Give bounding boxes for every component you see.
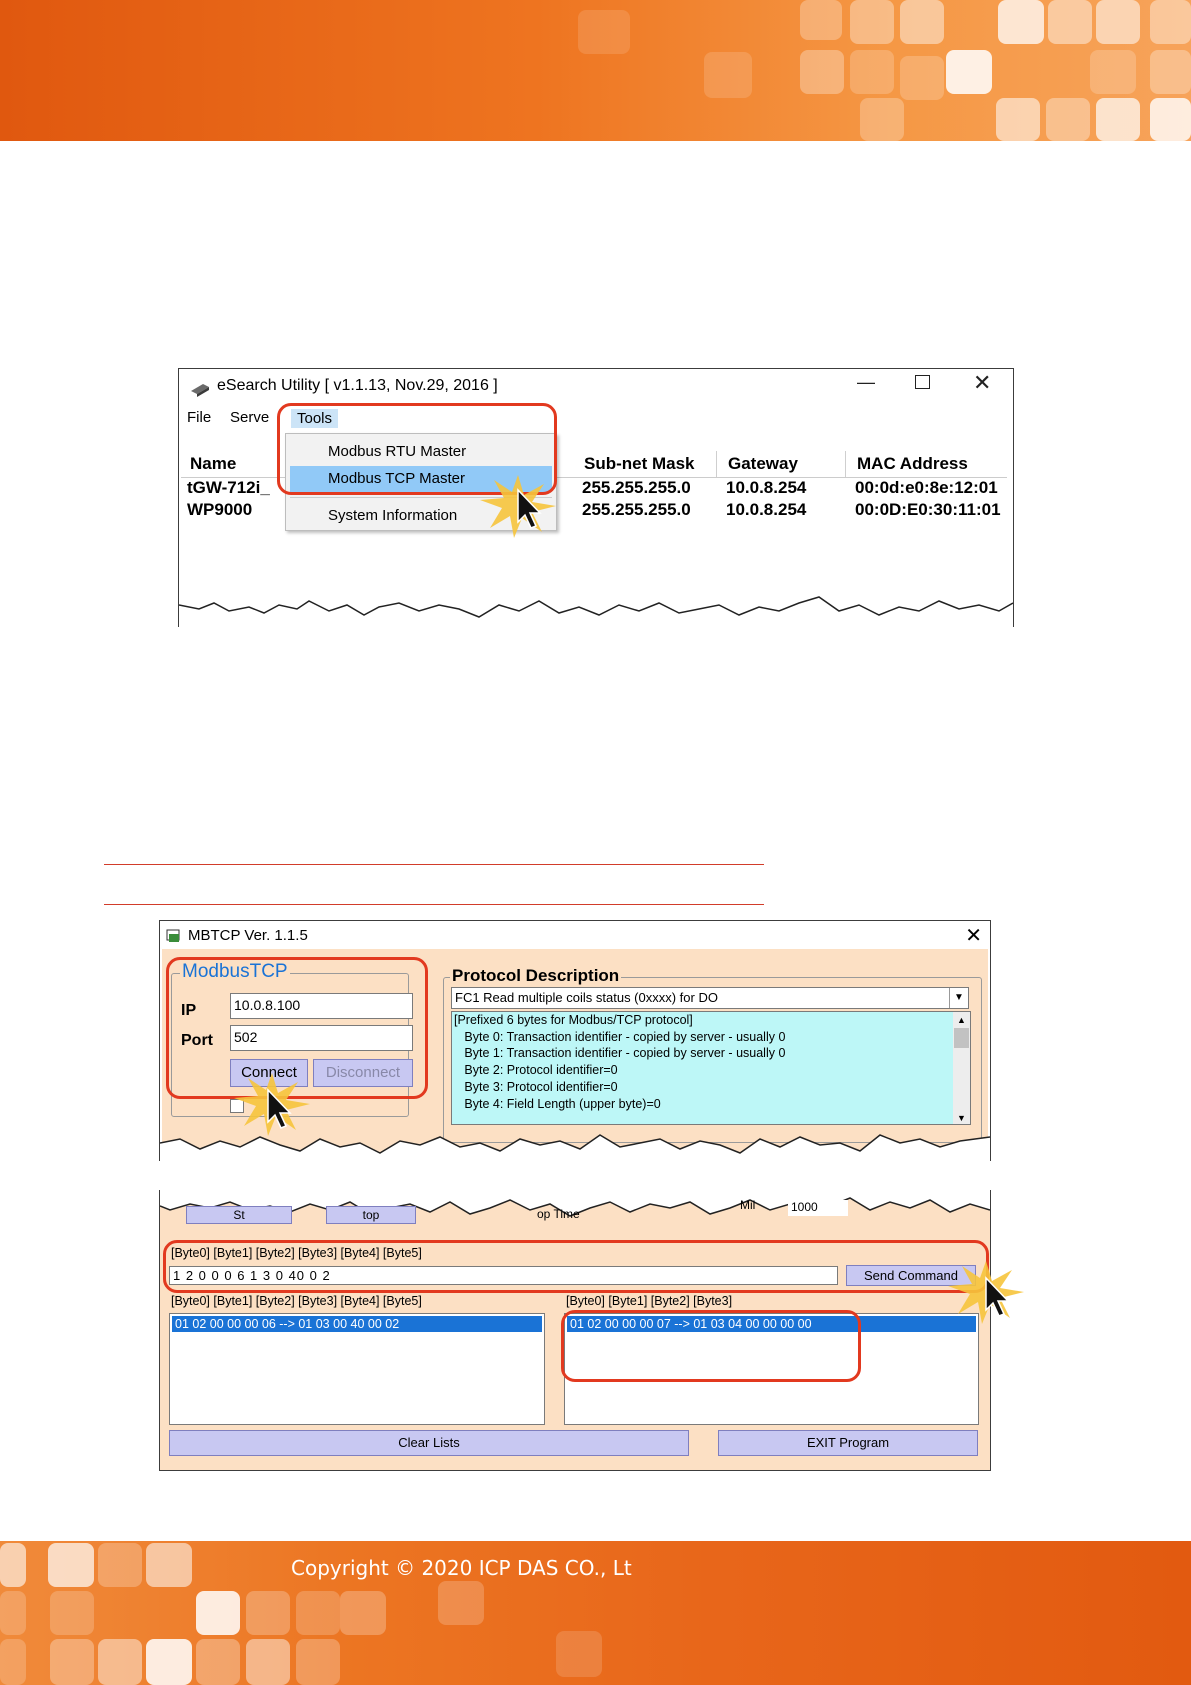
cell-subnet: 255.255.255.0 bbox=[582, 500, 691, 519]
description-line: Byte 4: Field Length (upper byte)=0 bbox=[454, 1096, 661, 1111]
col-name[interactable]: Name bbox=[190, 454, 237, 473]
menu-tools[interactable]: Tools bbox=[291, 409, 339, 428]
function-code-value: FC1 Read multiple coils status (0xxxx) f… bbox=[455, 990, 718, 1005]
minimize-icon[interactable]: — bbox=[857, 372, 875, 392]
disconnect-button[interactable]: Disconnect bbox=[313, 1059, 413, 1087]
mbtcp-window-top: MBTCP Ver. 1.1.5 ✕ ModbusTCP IP 10.0.8.1… bbox=[159, 920, 991, 1161]
scrollbar[interactable]: ▲ ▼ bbox=[953, 1012, 970, 1124]
maximize-icon[interactable] bbox=[915, 375, 930, 389]
clear-lists-button[interactable]: Clear Lists bbox=[169, 1430, 689, 1456]
footer-banner bbox=[0, 1541, 1191, 1685]
list-item[interactable]: 01 02 00 00 00 07 --> 01 03 04 00 00 00 … bbox=[567, 1316, 976, 1332]
checkbox[interactable] bbox=[230, 1099, 244, 1113]
response-list[interactable]: 01 02 00 00 00 07 --> 01 03 04 00 00 00 … bbox=[564, 1313, 979, 1425]
divider-line bbox=[104, 864, 764, 865]
scroll-thumb[interactable] bbox=[954, 1028, 969, 1048]
scroll-up-icon[interactable]: ▲ bbox=[957, 1015, 966, 1025]
mbtcp-app-icon bbox=[166, 929, 180, 942]
col-subnet-mask[interactable]: Sub-net Mask bbox=[584, 454, 695, 473]
sent-command-list[interactable]: 01 02 00 00 00 06 --> 01 03 00 40 00 02 bbox=[169, 1313, 545, 1425]
menu-file[interactable]: File bbox=[187, 409, 212, 426]
close-icon[interactable]: ✕ bbox=[965, 925, 982, 947]
send-command-button[interactable]: Send Command bbox=[846, 1265, 976, 1286]
click-cursor-icon bbox=[480, 475, 556, 538]
menu-separator bbox=[290, 497, 552, 498]
torn-edge bbox=[179, 596, 1013, 627]
interval-label: Mil bbox=[740, 1198, 756, 1212]
description-line: Byte 0: Transaction identifier - copied … bbox=[454, 1029, 786, 1044]
description-line: Byte 1: Transaction identifier - copied … bbox=[454, 1046, 786, 1061]
device-table-header: Name Sub-net Mask Gateway MAC Address bbox=[181, 451, 1007, 478]
start-button[interactable]: St bbox=[186, 1206, 292, 1224]
ip-input[interactable]: 10.0.8.100 bbox=[230, 993, 413, 1019]
divider-line bbox=[104, 904, 764, 905]
menu-item-modbus-rtu-master[interactable]: Modbus RTU Master bbox=[328, 443, 467, 460]
loop-time-fragment: op Time bbox=[534, 1206, 714, 1224]
cell-subnet: 255.255.255.0 bbox=[582, 478, 691, 497]
description-line: Byte 2: Protocol identifier=0 bbox=[454, 1063, 618, 1078]
port-label: Port bbox=[181, 1032, 213, 1049]
byte-header-sent: [Byte0] [Byte1] [Byte2] [Byte3] [Byte4] … bbox=[171, 1294, 422, 1308]
highlight-box bbox=[277, 403, 557, 495]
highlight-box bbox=[561, 1310, 861, 1382]
cell-name: tGW-712i_ bbox=[187, 478, 270, 497]
torn-edge bbox=[160, 1134, 990, 1161]
table-row[interactable]: tGW-712i_ 255.255.255.0 10.0.8.254 00:0d… bbox=[179, 478, 1013, 500]
list-item[interactable]: 01 02 00 00 00 06 --> 01 03 00 40 00 02 bbox=[172, 1316, 542, 1332]
protocol-description-group: Protocol Description bbox=[443, 966, 982, 1143]
menu-item-system-information[interactable]: System Information bbox=[328, 507, 458, 524]
click-cursor-icon bbox=[234, 1073, 310, 1136]
cell-mac: 00:0d:e0:8e:12:01 bbox=[855, 478, 998, 497]
esearch-utility-window: eSearch Utility [ v1.1.13, Nov.29, 2016 … bbox=[178, 368, 1014, 627]
cell-gateway: 10.0.8.254 bbox=[726, 478, 807, 497]
port-input[interactable]: 502 bbox=[230, 1025, 413, 1051]
col-mac-address[interactable]: MAC Address bbox=[857, 454, 968, 473]
command-input[interactable]: 1 2 0 0 0 6 1 3 0 40 0 2 bbox=[169, 1266, 838, 1285]
click-cursor-icon bbox=[948, 1261, 1024, 1324]
window-title: eSearch Utility [ v1.1.13, Nov.29, 2016 … bbox=[217, 377, 498, 394]
highlight-box bbox=[163, 1240, 989, 1293]
exit-program-button[interactable]: EXIT Program bbox=[718, 1430, 978, 1456]
scroll-down-icon[interactable]: ▼ bbox=[957, 1113, 966, 1123]
byte-header-response: [Byte0] [Byte1] [Byte2] [Byte3] bbox=[566, 1294, 733, 1308]
esearch-app-icon bbox=[191, 384, 209, 397]
table-row[interactable]: WP9000 255.255.255.0 10.0.8.254 00:0D:E0… bbox=[179, 500, 1013, 522]
description-line: [Prefixed 6 bytes for Modbus/TCP protoco… bbox=[454, 1013, 693, 1027]
group-label: ModbusTCP bbox=[180, 961, 290, 983]
menu-server[interactable]: Serve bbox=[230, 409, 270, 426]
description-line: Byte 3: Protocol identifier=0 bbox=[454, 1079, 618, 1094]
ip-label: IP bbox=[181, 1002, 197, 1019]
start-label: St bbox=[233, 1208, 245, 1222]
mbtcp-window-bottom: St top op Time Mil 1000 [Byte0] [Byte1] … bbox=[159, 1190, 991, 1471]
byte-header-command: [Byte0] [Byte1] [Byte2] [Byte3] [Byte4] … bbox=[171, 1246, 422, 1260]
close-icon[interactable]: ✕ bbox=[973, 370, 992, 395]
protocol-title: Protocol Description bbox=[450, 966, 622, 986]
chevron-down-icon[interactable]: ▼ bbox=[949, 988, 968, 1008]
header-banner bbox=[0, 0, 1191, 141]
mbtcp-body: ModbusTCP IP 10.0.8.100 Port 502 Connect… bbox=[162, 949, 988, 1161]
connect-button[interactable]: Connect bbox=[230, 1059, 308, 1087]
stop-button[interactable]: top bbox=[326, 1206, 416, 1224]
copyright-text: Copyright © 2020 ICP DAS CO., Lt bbox=[291, 1556, 632, 1580]
function-code-select[interactable]: FC1 Read multiple coils status (0xxxx) f… bbox=[451, 987, 969, 1009]
highlight-box bbox=[166, 957, 428, 1099]
stop-label: top bbox=[362, 1208, 380, 1222]
protocol-description-text: [Prefixed 6 bytes for Modbus/TCP protoco… bbox=[451, 1011, 971, 1125]
cell-name: WP9000 bbox=[187, 500, 253, 519]
col-gateway[interactable]: Gateway bbox=[728, 454, 798, 473]
cell-gateway: 10.0.8.254 bbox=[726, 500, 807, 519]
menu-item-modbus-tcp-master[interactable]: Modbus TCP Master bbox=[290, 466, 552, 492]
loop-time-label: op Time bbox=[537, 1207, 580, 1221]
window-title: MBTCP Ver. 1.1.5 bbox=[188, 927, 308, 944]
interval-input[interactable]: 1000 bbox=[788, 1200, 848, 1216]
cell-mac: 00:0D:E0:30:11:01 bbox=[855, 500, 1001, 519]
